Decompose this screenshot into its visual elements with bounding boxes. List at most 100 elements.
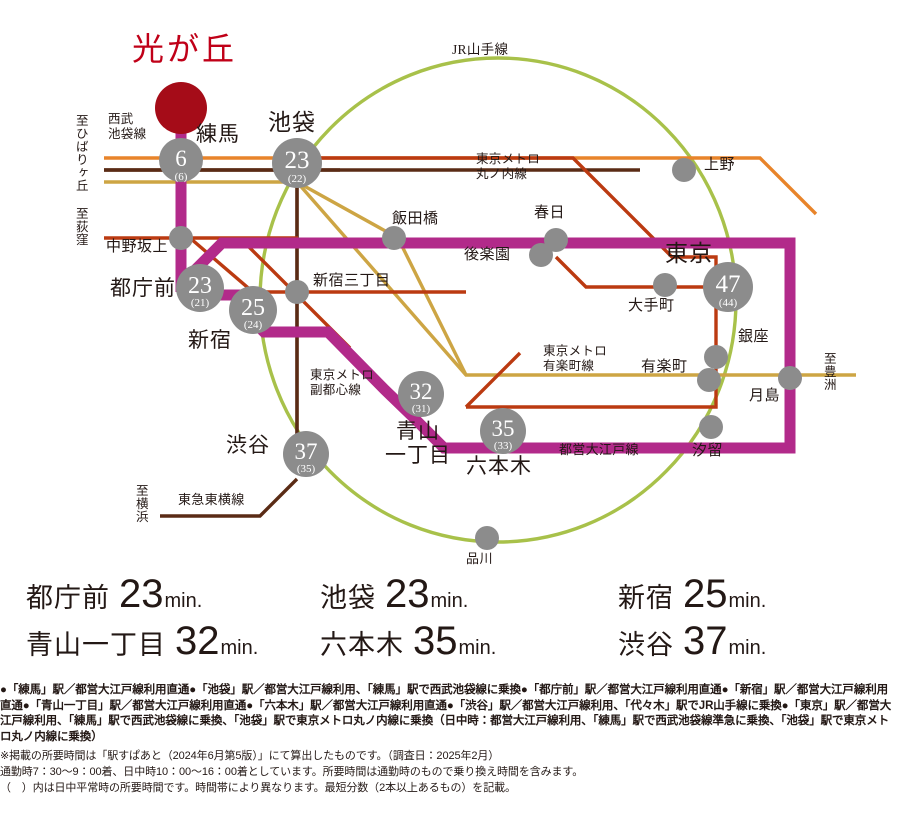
station-dot-ginza <box>704 345 728 369</box>
station-label-shinagawa: 品川 <box>466 551 494 566</box>
station-label-otemachi: 大手町 <box>628 298 675 314</box>
station-label-nerima: 練馬 <box>196 122 240 146</box>
station-minutes-shibuya: 37 <box>295 439 318 464</box>
travel-time-ikebukuro: 池袋 23 min. <box>320 572 468 617</box>
railway-map: 6 (6) 23 (22) 23 (21) 25 (24) 32 (31) 35… <box>73 31 856 566</box>
travel-time-station-aoyama-itchome: 青山一丁目 <box>26 630 166 660</box>
travel-time-station-tochomae: 都庁前 <box>26 583 110 613</box>
footnote-details: ※掲載の所要時間は「駅すぱあと（2024年6月第5版）」にて算出したものです。（… <box>0 748 898 796</box>
station-label-shinjuku-sanchome: 新宿三丁目 <box>313 273 391 289</box>
station-daytime-shinjuku: (24) <box>244 319 263 331</box>
marunouchi-shinjuku-branch <box>188 236 420 294</box>
station-circle-tochomae <box>176 264 224 312</box>
direction-label-to-toyosu: 至豊洲 <box>821 352 836 391</box>
station-label-shiodome: 汐留 <box>692 443 724 459</box>
line-label-jr-yamanote-text: JR山手線 <box>452 42 509 57</box>
footnote-commute: 通勤時7：30〜9：00着、日中時10：00〜16：00着としています。所要時間… <box>0 766 584 779</box>
origin-title: 光が丘 <box>132 31 238 67</box>
station-label-roppongi: 六本木 <box>466 454 532 478</box>
travel-time-unit-ikebukuro: min. <box>430 590 469 612</box>
line-label-seibu-ikebukuro: 西武 池袋線 <box>108 112 146 142</box>
travel-time-station-shibuya: 渋谷 <box>618 630 674 660</box>
tokyu-toyoko-line <box>160 477 299 518</box>
station-minutes-ikebukuro: 23 <box>285 147 310 174</box>
travel-time-minutes-ikebukuro: 23 <box>385 572 430 616</box>
line-label-marunouchi-l1: 東京メトロ <box>476 152 541 166</box>
line-label-yurakucho-l2: 有楽町線 <box>543 358 595 373</box>
travel-time-aoyama-itchome: 青山一丁目 32 min. <box>26 619 258 664</box>
travel-time-shibuya: 渋谷 37 min. <box>618 619 766 664</box>
station-label-yurakucho: 有楽町 <box>641 359 688 375</box>
station-circle-shinjuku <box>229 286 277 334</box>
station-dot-shinagawa <box>475 526 499 550</box>
footnotes: ●「練馬」駅／都営大江戸線利用直通●「池袋」駅／都営大江戸線利用、「練馬」駅で西… <box>0 683 898 796</box>
station-dot-iidabashi <box>382 226 406 250</box>
station-label-ginza: 銀座 <box>738 329 770 345</box>
travel-time-minutes-tochomae: 23 <box>119 572 164 616</box>
station-label-aoyama-l2: 一丁目 <box>385 442 451 467</box>
direction-label-to-ogikubo: 至荻窪 <box>73 207 88 246</box>
station-label-ueno: 上野 <box>704 157 736 173</box>
line-label-jr-yamanote: JR山手線 <box>452 42 508 58</box>
station-label-aoyama-itchome: 青山 一丁目 <box>385 419 451 467</box>
travel-time-unit-roppongi: min. <box>458 637 497 659</box>
station-label-iidabashi: 飯田橋 <box>392 211 439 227</box>
line-label-fukutoshin-l2: 副都心線 <box>310 382 362 397</box>
travel-time-roppongi: 六本木 35 min. <box>320 619 496 664</box>
origin-dot <box>155 82 207 134</box>
travel-time-minutes-shinjuku: 25 <box>683 572 728 616</box>
line-label-tokyo-metro-marunouchi: 東京メトロ 丸ノ内線 <box>476 152 540 182</box>
station-dot-shiodome <box>699 415 723 439</box>
line-label-seibu-l1: 西武 <box>108 112 134 126</box>
station-minutes-shinjuku: 25 <box>241 295 265 321</box>
footnote-routes: ●「練馬」駅／都営大江戸線利用直通●「池袋」駅／都営大江戸線利用、「練馬」駅で西… <box>0 684 892 743</box>
travel-time-shinjuku: 新宿 25 min. <box>618 572 766 617</box>
station-label-korakuen: 後楽園 <box>464 247 511 263</box>
travel-time-station-ikebukuro: 池袋 <box>320 583 376 613</box>
station-minutes-nerima: 6 <box>175 146 187 171</box>
station-daytime-roppongi: (33) <box>494 440 513 452</box>
station-label-nakano-sakaue: 中野坂上 <box>106 239 169 255</box>
station-dot-shinjuku-sanchome <box>285 280 309 304</box>
station-label-shibuya: 渋谷 <box>226 433 270 457</box>
direction-label-to-hibarigaoka: 至ひばりヶ丘 <box>73 114 88 192</box>
travel-time-unit-shibuya: min. <box>728 637 767 659</box>
station-dot-kasuga <box>544 228 568 252</box>
line-label-tokyo-metro-fukutoshin: 東京メトロ 副都心線 <box>310 368 374 398</box>
map-svg: 6 (6) 23 (22) 23 (21) 25 (24) 32 (31) 35… <box>104 56 856 550</box>
travel-time-unit-tochomae: min. <box>164 590 203 612</box>
toei-oedo-main <box>186 237 796 454</box>
tokyo-metro-fukutoshin-line <box>104 168 340 449</box>
station-label-aoyama-l1: 青山 <box>396 419 440 443</box>
station-minutes-aoyama-itchome: 32 <box>410 379 433 404</box>
travel-time-minutes-aoyama-itchome: 32 <box>175 619 220 663</box>
line-label-toei-oedo: 都営大江戸線 <box>559 442 639 457</box>
station-label-tochomae: 都庁前 <box>110 276 176 300</box>
station-label-kasuga: 春日 <box>534 205 566 221</box>
line-label-fukutoshin-l1: 東京メトロ <box>310 368 375 382</box>
station-dot-otemachi <box>653 273 677 297</box>
station-dot-tsukishima <box>778 366 802 390</box>
line-label-marunouchi-l2: 丸ノ内線 <box>476 166 528 181</box>
station-minutes-tochomae: 23 <box>188 273 212 299</box>
station-label-tokyo: 東京 <box>665 241 713 266</box>
station-label-shinjuku: 新宿 <box>188 328 232 352</box>
travel-times-row-2: 青山一丁目 32 min. 六本木 35 min. 渋谷 37 min. <box>0 619 898 667</box>
direction-label-to-yokohama: 至横浜 <box>133 484 148 523</box>
line-label-yurakucho-l1: 東京メトロ <box>543 344 608 358</box>
marunouchi-lower <box>464 351 612 409</box>
travel-times-summary: 都庁前 23 min. 池袋 23 min. 新宿 25 min. 青山一丁目 … <box>0 572 898 680</box>
station-dot-nakano-sakaue <box>169 226 193 250</box>
travel-time-tochomae: 都庁前 23 min. <box>26 572 202 617</box>
station-label-tsukishima: 月島 <box>749 388 781 404</box>
footnote-paren: （ ）内は日中平常時の所要時間です。時間帯により異なります。最短分数（2本以上あ… <box>0 782 516 795</box>
station-dot-yurakucho <box>697 368 721 392</box>
station-daytime-nerima: (6) <box>175 171 188 183</box>
station-label-ikebukuro: 池袋 <box>268 110 316 135</box>
travel-time-station-roppongi: 六本木 <box>320 630 404 660</box>
station-daytime-tochomae: (21) <box>191 297 210 309</box>
station-dot-korakuen <box>529 243 553 267</box>
station-daytime-tokyo: (44) <box>719 297 738 309</box>
travel-time-unit-shinjuku: min. <box>728 590 767 612</box>
